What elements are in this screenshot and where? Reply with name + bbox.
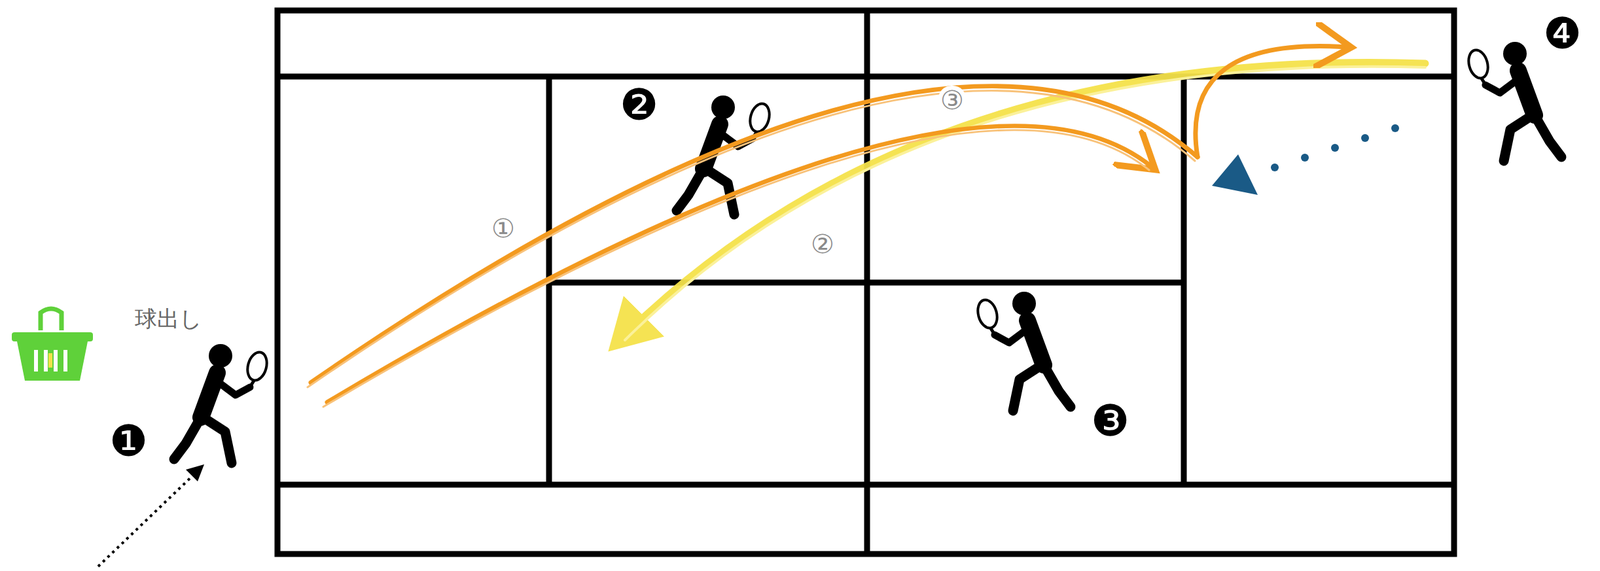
movement-arrow [1211,124,1400,196]
player-number: ❸ [1090,397,1130,446]
player-figure [1465,41,1562,161]
player-number: ❹ [1543,10,1582,59]
text-note: 球出し [133,306,204,332]
movement-arrow [98,464,205,567]
court-lines [277,10,1455,555]
player-figure [975,291,1071,411]
callout-number: ③ [938,85,966,115]
player-figure [174,344,270,464]
player-number: ❶ [109,418,148,466]
callout-number: ① [489,213,517,243]
player-number: ❷ [619,81,659,130]
ball-trajectory [307,46,1426,408]
callout-number: ② [808,229,837,259]
ball-basket [11,308,93,381]
